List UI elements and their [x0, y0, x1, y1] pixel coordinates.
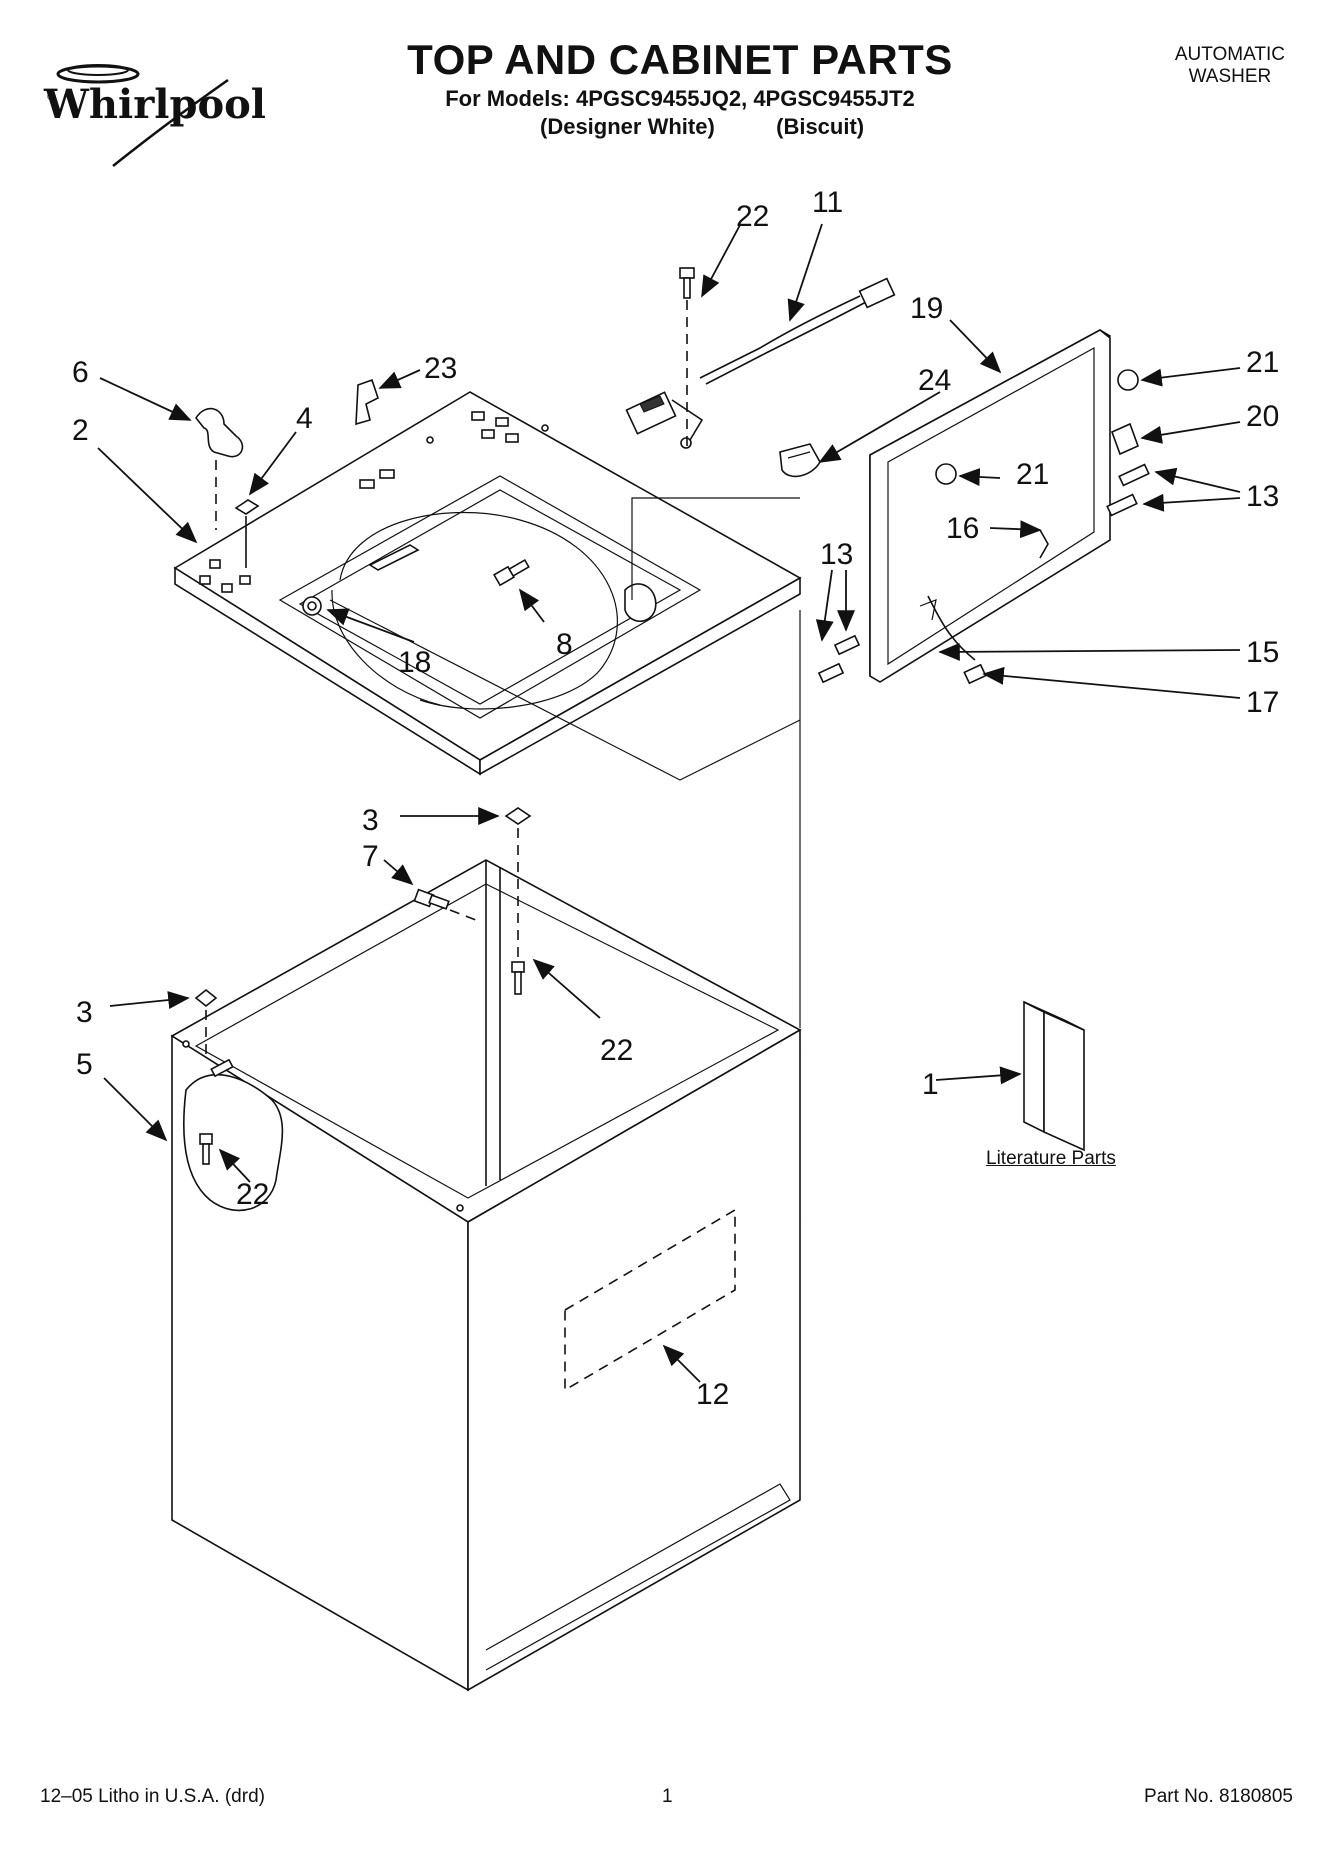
callout-15-hinge-rod: 15 — [1246, 636, 1279, 669]
callout-21-bumper-upper: 21 — [1246, 346, 1279, 379]
product-line-2: WASHER — [1188, 66, 1272, 87]
grommet-18 — [302, 596, 322, 616]
callout-22-console-screw: 22 — [736, 200, 769, 233]
clip-23 — [355, 378, 379, 426]
footer-part-number: Part No. 8180805 — [1144, 1786, 1293, 1807]
bracket-6 — [195, 407, 244, 530]
footer-page-number: 1 — [662, 1786, 673, 1807]
screw-22-top — [679, 267, 695, 450]
callout-16-spring: 16 — [946, 512, 979, 545]
page-title: TOP AND CABINET PARTS — [407, 36, 953, 83]
callout-8-screw: 8 — [556, 628, 573, 661]
callout-17-cap: 17 — [1246, 686, 1279, 719]
bleach-funnel-24 — [779, 443, 821, 478]
literature-manual — [1023, 1000, 1085, 1152]
callout-21-bumper-lower: 21 — [1016, 458, 1049, 491]
callout-4-clip: 4 — [296, 402, 313, 435]
callout-7-screw: 7 — [362, 840, 379, 873]
top-panel — [173, 391, 802, 781]
clip-4 — [234, 499, 260, 568]
callout-1-literature: 1 — [922, 1068, 939, 1101]
footer-litho: 12–05 Litho in U.S.A. (drd) — [40, 1786, 265, 1807]
variant-designer-white: (Designer White) — [540, 114, 715, 139]
callout-19-lid: 19 — [910, 292, 943, 325]
callout-22-cabinet-screw: 22 — [600, 1034, 633, 1067]
product-type: AUTOMATIC WASHER — [1175, 44, 1285, 88]
product-line-1: AUTOMATIC — [1174, 44, 1285, 65]
callout-5-cabinet: 5 — [76, 1048, 93, 1081]
variant-biscuit: (Biscuit) — [776, 114, 865, 139]
screw-7 — [413, 888, 477, 921]
callout-2-top-panel: 2 — [72, 414, 89, 447]
callout-13-screws-left: 13 — [820, 538, 853, 571]
clip-3-left — [194, 988, 218, 1165]
model-variants: (Designer White) (Biscuit) — [540, 114, 940, 140]
callout-3-clip-top: 3 — [362, 804, 379, 837]
callout-24-bleach-funnel: 24 — [918, 364, 951, 397]
callout-3-clip-left: 3 — [76, 996, 93, 1029]
logo-wordmark: Whirlpool — [43, 81, 266, 128]
callout-12-label-area: 12 — [696, 1378, 729, 1411]
callout-13-screws-right: 13 — [1246, 480, 1279, 513]
callout-20-hinge-bracket: 20 — [1246, 400, 1279, 433]
cabinet-5 — [170, 610, 802, 1692]
callout-11-switch-harness: 11 — [812, 186, 843, 219]
whirlpool-logo: Whirlpool ® — [38, 48, 278, 168]
callout-18-grommet: 18 — [398, 646, 431, 679]
screws-13-left — [817, 634, 861, 684]
literature-parts-label: Literature Parts — [986, 1148, 1116, 1169]
callout-22-cutaway-screw: 22 — [236, 1178, 269, 1211]
clip-3-top — [504, 807, 532, 995]
registered-mark: ® — [46, 92, 56, 103]
callout-23-clip: 23 — [424, 352, 457, 385]
lid-19 — [869, 329, 1150, 685]
callout-6-bracket: 6 — [72, 356, 89, 389]
model-numbers: For Models: 4PGSC9455JQ2, 4PGSC9455JT2 — [445, 86, 915, 111]
switch-harness — [625, 277, 896, 449]
screw-8 — [492, 558, 530, 587]
